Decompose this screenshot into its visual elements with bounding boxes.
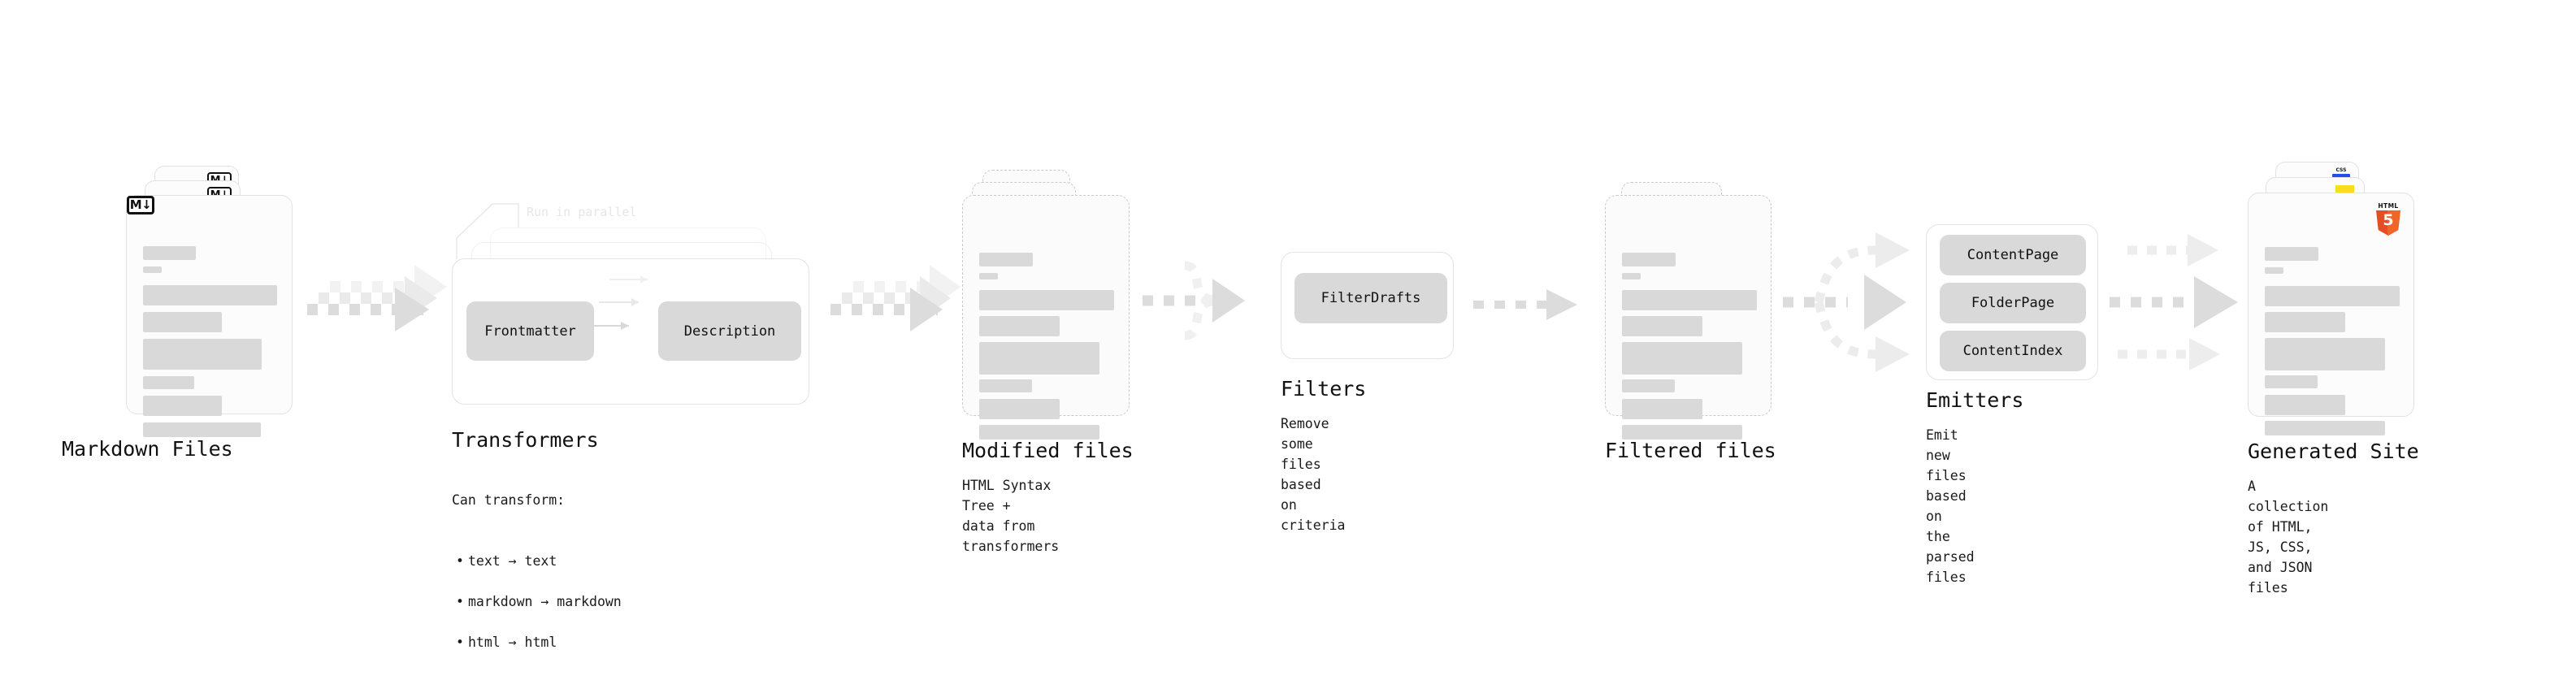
- skeleton-bar: [979, 425, 1099, 440]
- transformer-node-frontmatter[interactable]: Frontmatter: [466, 301, 594, 361]
- skeleton-bar: [143, 396, 222, 416]
- site-card-front: HTML 5: [2248, 193, 2414, 435]
- flow-arrow-1: [307, 265, 453, 333]
- markdown-card-front: M↓: [126, 195, 293, 437]
- transformer-panel-front: Frontmatter Description: [452, 258, 809, 405]
- skeleton-bar: [2265, 312, 2345, 332]
- emitter-node-folderpage[interactable]: FolderPage: [1940, 283, 2086, 323]
- arrow-line: [609, 279, 648, 280]
- skeleton-bar: [143, 266, 162, 273]
- triple-arrow-icon: [2110, 234, 2238, 370]
- arrow-line: [599, 301, 639, 303]
- arrow-line: [587, 325, 629, 327]
- html5-badge-number: 5: [2383, 211, 2394, 229]
- emitter-node-contentpage[interactable]: ContentPage: [1940, 235, 2086, 275]
- skeleton-bar: [2265, 395, 2345, 415]
- arrow-head-icon: [640, 275, 648, 284]
- flow-arrow-4: [1473, 289, 1603, 330]
- arrow-head: [395, 288, 429, 331]
- filtered-card-front: [1605, 195, 1772, 440]
- stage-description-filters: Remove some files based on criteria: [1281, 416, 1346, 533]
- skeleton-bar: [2265, 267, 2283, 274]
- skeleton-bar: [143, 339, 262, 370]
- parallel-bracket-icon: [456, 203, 519, 259]
- stage-description-transformers: Can transform: text → text markdown → ma…: [452, 470, 696, 693]
- html5-shield-inner-icon: [2387, 210, 2400, 236]
- stage-title-transformers: Transformers: [452, 428, 599, 452]
- list-item: markdown → markdown: [456, 591, 696, 612]
- skeleton-bar: [1622, 399, 1702, 419]
- skeleton-bar: [979, 316, 1060, 336]
- stage-title-generated-site: Generated Site: [2248, 440, 2419, 463]
- filters-panel: FilterDrafts: [1281, 252, 1454, 359]
- skeleton-bar: [979, 342, 1099, 375]
- stage-title-markdown-files: Markdown Files: [62, 437, 233, 461]
- html5-badge: HTML 5: [2374, 203, 2402, 236]
- css-badge-label: CSS: [2335, 167, 2347, 173]
- skeleton-bar: [1622, 379, 1675, 392]
- emitters-panel: ContentPage FolderPage ContentIndex: [1926, 224, 2098, 380]
- list-item: html → html: [456, 632, 696, 652]
- skeleton-bar: [1622, 342, 1742, 375]
- list-item: text → text: [456, 551, 696, 571]
- transformer-node-description[interactable]: Description: [658, 301, 801, 361]
- inner-arrow-faint: [609, 275, 648, 284]
- skeleton-bar: [979, 399, 1060, 419]
- skeleton-bar: [979, 253, 1033, 266]
- flow-arrow-2: [830, 265, 977, 333]
- stage-description-emitters: Emit new files based on the parsed files: [1926, 427, 1975, 585]
- skeleton-bar: [979, 273, 998, 279]
- html5-badge-word: HTML: [2378, 202, 2399, 210]
- skeleton-bar: [979, 379, 1032, 392]
- skeleton-bar: [979, 290, 1114, 310]
- skeleton-bar: [2265, 247, 2318, 261]
- filter-node-filterdrafts[interactable]: FilterDrafts: [1295, 273, 1447, 323]
- arrow-head: [1546, 289, 1577, 320]
- css-badge: [2332, 174, 2350, 178]
- emitter-node-contentindex[interactable]: ContentIndex: [1940, 331, 2086, 371]
- skeleton-bar: [143, 312, 222, 332]
- skeleton-bar: [2265, 286, 2400, 306]
- stage-description-modified-files: HTML Syntax Tree + data from transformer…: [962, 478, 1060, 554]
- markdown-badge: M↓: [127, 196, 154, 214]
- skeleton-bar: [1622, 316, 1702, 336]
- stage-title-emitters: Emitters: [1926, 388, 2024, 412]
- skeleton-bar: [143, 422, 261, 437]
- stage-title-filtered-files: Filtered files: [1605, 439, 1776, 462]
- skeleton-bar: [2265, 338, 2385, 370]
- modified-card-front: [962, 195, 1130, 440]
- split-arrow-icon: [1783, 232, 1910, 372]
- inner-arrow-faint: [599, 298, 639, 306]
- arrow-dash: [1473, 301, 1555, 309]
- stage-description-generated-site: A collection of HTML, JS, CSS, and JSON …: [2248, 479, 2329, 596]
- skeleton-bar: [1622, 290, 1757, 310]
- skeleton-bar: [143, 246, 196, 260]
- arrow-head-icon: [621, 322, 629, 330]
- skeleton-bar: [1622, 273, 1641, 279]
- arrow-head-icon: [631, 298, 639, 306]
- skeleton-bar: [2265, 375, 2318, 388]
- skeleton-bar: [1622, 253, 1676, 266]
- transform-list: text → text markdown → markdown html → h…: [452, 531, 696, 673]
- merge-arrow-icon: [1143, 261, 1245, 340]
- arrow-head: [910, 288, 943, 331]
- skeleton-bar: [143, 376, 194, 389]
- stage-title-modified-files: Modified files: [962, 439, 1134, 462]
- skeleton-bar: [1622, 425, 1742, 440]
- stage-title-filters: Filters: [1281, 377, 1367, 401]
- inner-arrow: [587, 322, 629, 330]
- run-in-parallel-label: Run in parallel: [527, 205, 637, 219]
- transform-intro: Can transform:: [452, 492, 566, 508]
- skeleton-bar: [143, 285, 277, 305]
- skeleton-bar: [2265, 421, 2385, 435]
